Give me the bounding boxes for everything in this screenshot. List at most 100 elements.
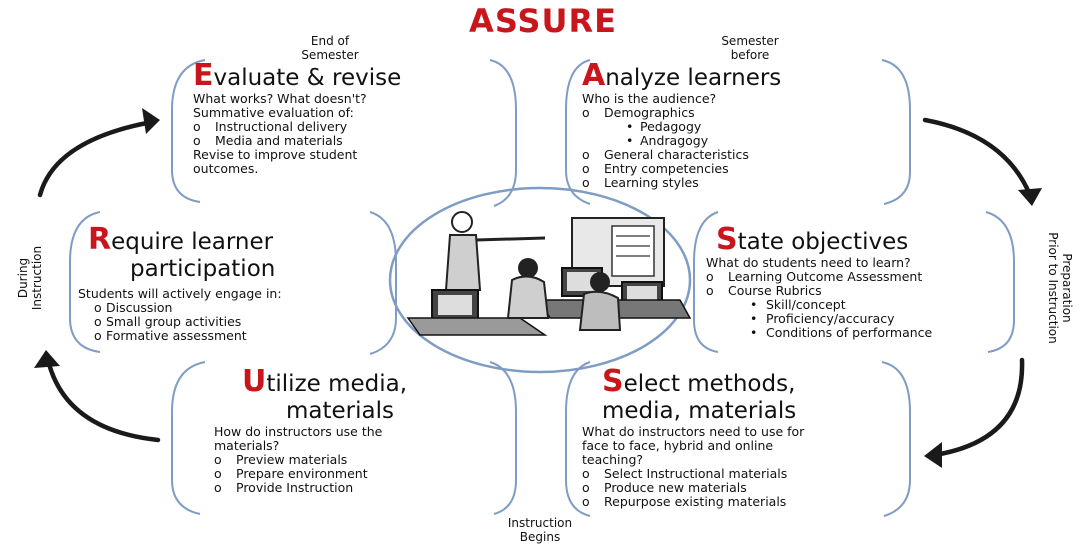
phase-line: Prior to Instruction xyxy=(1046,232,1060,344)
list-item: o Select Instructional materials xyxy=(582,467,907,481)
item-text: Select Instructional materials xyxy=(604,466,788,481)
item-text: Demographics xyxy=(604,105,695,120)
evaluate-card: Evaluate & revise What works? What doesn… xyxy=(193,61,513,176)
list-item: o Learning Outcome Assessment xyxy=(706,270,1011,284)
heading-initial: A xyxy=(582,58,606,93)
require-frame xyxy=(69,211,397,355)
phase-line: Semester xyxy=(721,34,779,48)
select-question: What do instructors need to use for xyxy=(582,424,805,439)
item-text: Learning Outcome Assessment xyxy=(728,269,923,284)
phase-line: During xyxy=(16,257,30,299)
phase-end-of-semester: End of Semester xyxy=(280,34,380,62)
select-question: teaching? xyxy=(582,452,644,467)
phase-line: Semester xyxy=(301,48,359,62)
circle-bullet-icon: o xyxy=(193,119,201,134)
dot-bullet-icon: • xyxy=(750,311,758,326)
heading-initial: U xyxy=(242,364,267,399)
arrow-bottom-right xyxy=(932,357,1025,458)
utilize-question: materials? xyxy=(214,438,280,453)
phase-instruction-begins: Instruction Begins xyxy=(480,516,600,544)
list-item: o Repurpose existing materials xyxy=(582,495,907,509)
list-item: o Learning styles xyxy=(582,176,902,190)
evaluate-line: outcomes. xyxy=(193,161,259,176)
circle-bullet-icon: o xyxy=(582,175,590,190)
phase-line: Preparation xyxy=(1060,253,1074,323)
sub-list-item: •Pedagogy xyxy=(582,120,902,134)
circle-bullet-icon: o xyxy=(706,283,714,298)
phase-semester-before: Semester before xyxy=(700,34,800,62)
item-text: Proficiency/accuracy xyxy=(766,311,895,326)
sub-list-item: •Andragogy xyxy=(582,134,902,148)
circle-bullet-icon: o xyxy=(582,147,590,162)
circle-bullet-icon: o xyxy=(94,300,102,315)
circle-bullet-icon: o xyxy=(94,328,102,343)
heading-text: media, materials xyxy=(602,398,797,424)
item-text: Provide Instruction xyxy=(236,480,354,495)
item-text: Learning styles xyxy=(604,175,699,190)
item-text: Course Rubrics xyxy=(728,283,822,298)
circle-bullet-icon: o xyxy=(582,466,590,481)
sub-list-item: •Conditions of performance xyxy=(706,326,1011,340)
analyze-frame xyxy=(565,59,911,205)
heading-initial: S xyxy=(716,222,738,257)
heading-initial: E xyxy=(193,58,214,93)
phase-line: Instruction xyxy=(30,245,44,311)
heading-initial: S xyxy=(602,364,624,399)
circle-bullet-icon: o xyxy=(214,452,222,467)
state-card: State objectives What do students need t… xyxy=(706,225,1011,340)
item-text: Formative assessment xyxy=(106,328,247,343)
evaluate-heading: Evaluate & revise xyxy=(193,61,513,92)
arrow-top-right xyxy=(922,117,1033,198)
arrowhead-top-left xyxy=(142,108,160,134)
circle-bullet-icon: o xyxy=(582,494,590,509)
phase-line: before xyxy=(730,48,770,62)
dot-bullet-icon: • xyxy=(750,325,758,340)
item-text: Instructional delivery xyxy=(215,119,348,134)
list-item: o Instructional delivery xyxy=(193,120,513,134)
analyze-heading: Analyze learners xyxy=(582,61,902,92)
arrowhead-top-right xyxy=(1018,188,1042,206)
heading-text: participation xyxy=(130,256,276,282)
sub-list-item: • Proficiency/accuracy xyxy=(706,312,1011,326)
require-intro: Students will actively engage in: xyxy=(78,286,282,301)
select-frame xyxy=(565,361,911,517)
heading-text: materials xyxy=(286,398,394,424)
analyze-question: Who is the audience? xyxy=(582,91,717,106)
arrow-bottom-left xyxy=(45,357,161,443)
require-heading: Require learner xyxy=(78,225,388,256)
item-text: Repurpose existing materials xyxy=(604,494,787,509)
page-title: ASSURE xyxy=(469,2,617,40)
phase-line: End of xyxy=(310,34,350,48)
item-text: Produce new materials xyxy=(604,480,747,495)
dot-bullet-icon: • xyxy=(626,133,634,148)
utilize-question: How do instructors use the xyxy=(214,424,383,439)
heading-initial: R xyxy=(88,222,112,257)
heading-text: elect methods, xyxy=(623,371,796,397)
arrow-top-left xyxy=(37,119,155,198)
evaluate-frame xyxy=(171,59,517,207)
item-text: Skill/concept xyxy=(766,297,846,312)
arrowhead-bottom-right xyxy=(924,442,942,468)
center-circle xyxy=(388,186,692,374)
phase-preparation: Preparation Prior to Instruction xyxy=(1046,218,1074,358)
dot-bullet-icon: • xyxy=(750,297,758,312)
select-heading: Select methods, xyxy=(582,367,907,398)
state-frame xyxy=(693,211,1015,353)
circle-bullet-icon: o xyxy=(582,161,590,176)
state-question: What do students need to learn? xyxy=(706,255,911,270)
item-text: Entry competencies xyxy=(604,161,729,176)
circle-bullet-icon: o xyxy=(94,314,102,329)
circle-bullet-icon: o xyxy=(706,269,714,284)
item-text: Media and materials xyxy=(215,133,343,148)
circle-bullet-icon: o xyxy=(582,480,590,495)
